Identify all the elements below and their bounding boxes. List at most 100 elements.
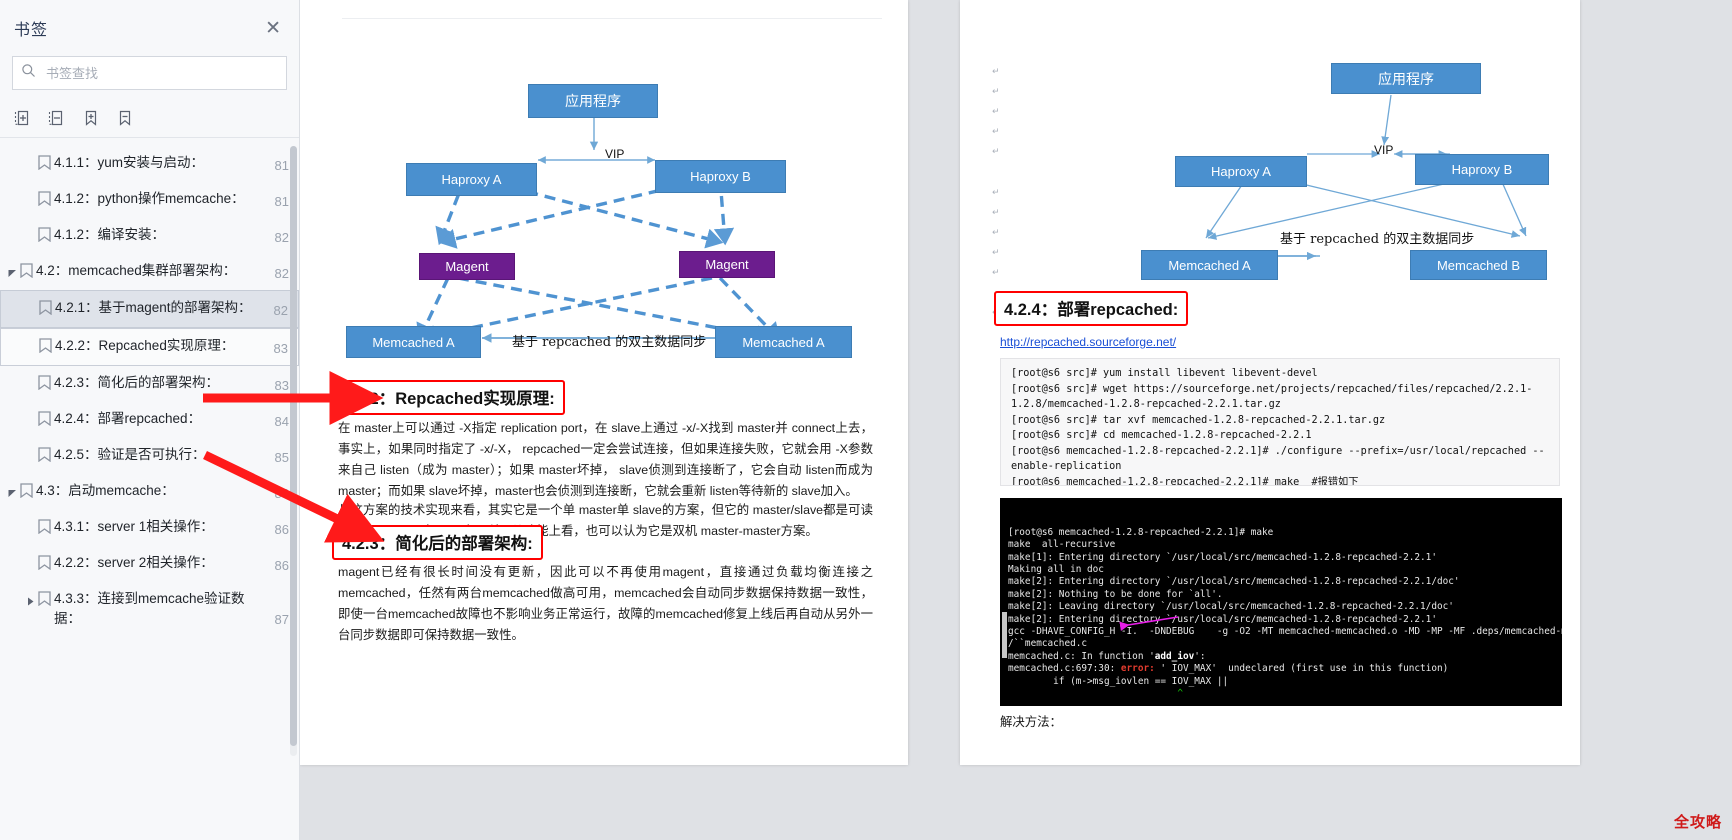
bookmark-item-label: 4.3.3：连接到memcache验证数据： xyxy=(54,591,245,626)
install-commands-code-block: [root@s6 src]# yum install libevent libe… xyxy=(1000,358,1560,486)
bookmarks-search-wrap xyxy=(0,56,299,90)
diagram-box-memcached-a-left: Memcached A xyxy=(346,326,481,358)
bookmark-item[interactable]: 4.2.2：Repcached实现原理： 83 xyxy=(0,328,299,366)
bookmark-page-number: 83 xyxy=(273,341,288,356)
paragraph-4-2-3: magent已经有很长时间没有更新，因此可以不再使用magent，直接通过负载均… xyxy=(338,565,873,642)
bookmark-page-number: 86 xyxy=(274,522,289,537)
collapse-all-icon[interactable] xyxy=(48,109,66,127)
heading-4-2-3: 4.2.3：简化后的部署架构: xyxy=(332,525,543,560)
page-top-rule xyxy=(342,18,882,19)
bookmark-arrow-spacer xyxy=(22,517,38,521)
bookmark-item[interactable]: 4.2.5：验证是否可执行： 85 xyxy=(0,438,299,474)
bookmark-icon xyxy=(38,189,54,211)
bookmark-icon xyxy=(38,153,54,175)
diagram-box-haproxy-b: Haproxy B xyxy=(655,160,786,193)
bookmark-item[interactable]: 4.2.4：部署repcached： 84 xyxy=(0,402,299,438)
bookmarks-title: 书签 xyxy=(14,22,49,39)
bookmark-page-number: 82 xyxy=(273,303,288,318)
bookmark-arrow-spacer xyxy=(22,553,38,557)
document-page-right: ↵ ↵ ↵ ↵ ↵ ↵ ↵ ↵ ↵ ↵ ↵ xyxy=(960,0,1580,765)
heading-4-2-2: 4.2.2：Repcached实现原理: xyxy=(332,380,565,415)
diagram-box-application: 应用程序 xyxy=(528,84,658,118)
bookmark-arrow-spacer xyxy=(23,298,39,302)
repcached-sourceforge-link[interactable]: http://repcached.sourceforge.net/ xyxy=(1000,335,1177,349)
bookmark-item-label: 4.2.4：部署repcached： xyxy=(54,411,202,426)
expand-all-icon[interactable] xyxy=(14,109,32,127)
diagram-box-memcached-b-right: Memcached B xyxy=(1410,250,1547,280)
chevron-right-icon[interactable] xyxy=(22,589,38,611)
bookmarks-scrollbar-thumb[interactable] xyxy=(290,146,297,746)
bookmark-icon xyxy=(38,373,54,395)
bookmark-page-number: 81 xyxy=(274,194,289,209)
bookmark-arrow-spacer xyxy=(22,373,38,377)
bookmark-item-label: 4.1.1：yum安装与启动： xyxy=(54,155,205,170)
bookmark-item-label: 4.2.5：验证是否可执行： xyxy=(54,447,206,462)
search-input[interactable] xyxy=(44,64,278,82)
bookmark-icon xyxy=(20,481,36,503)
bookmark-item[interactable]: 4.1.2：python操作memcache： 81 xyxy=(0,182,299,218)
bookmark-icon xyxy=(20,261,36,283)
bookmark-item[interactable]: 4.2.3：简化后的部署架构：83 xyxy=(0,366,299,402)
heading-4-2-4: 4.2.4：部署repcached: xyxy=(994,291,1189,326)
bookmark-page-number: 82 xyxy=(274,230,289,245)
chevron-down-icon[interactable] xyxy=(4,481,20,503)
bookmark-page-number: 83 xyxy=(274,378,289,393)
search-box[interactable] xyxy=(12,56,287,90)
bookmark-icon xyxy=(39,336,55,358)
bookmark-arrow-spacer xyxy=(23,336,39,340)
bookmark-icon xyxy=(38,589,54,611)
document-page-left: 应用程序 Haproxy A Haproxy B VIP Magent Mage… xyxy=(300,0,908,765)
bookmark-item[interactable]: 4.1.1：yum安装与启动： 81 xyxy=(0,146,299,182)
bookmark-item[interactable]: 4.3：启动memcache： 86 xyxy=(0,474,299,510)
bookmark-page-number: 84 xyxy=(274,414,289,429)
bookmark-item[interactable]: 4.1.2：编译安装： 82 xyxy=(0,218,299,254)
terminal-scrollbar-thumb[interactable] xyxy=(1002,612,1007,658)
bookmark-icon xyxy=(39,298,55,320)
bookmark-item-label: 4.2.1：基于magent的部署架构： xyxy=(55,300,252,315)
close-icon[interactable]: ✕ xyxy=(265,17,281,39)
bookmark-icon xyxy=(38,409,54,431)
bookmark-page-number: 81 xyxy=(274,158,289,173)
bookmark-arrow-spacer xyxy=(22,189,38,193)
bookmark-item-label: 4.2.2：server 2相关操作： xyxy=(54,555,214,570)
bookmark-item[interactable]: 4.3.3：连接到memcache验证数据：87 xyxy=(0,582,299,636)
remove-bookmark-icon[interactable] xyxy=(116,109,134,127)
diagram-label-sync-left: 基于 repcached 的双主数据同步 xyxy=(512,335,707,350)
bookmark-item-label: 4.1.2：python操作memcache： xyxy=(54,191,245,206)
bookmark-page-number: 85 xyxy=(274,450,289,465)
bookmark-icon xyxy=(38,225,54,247)
diagram-box-magent-left: Magent xyxy=(419,253,515,280)
bookmark-item[interactable]: 4.2.1：基于magent的部署架构： 82 xyxy=(0,290,299,328)
deployment-diagram-left xyxy=(416,95,781,346)
bookmark-page-number: 82 xyxy=(274,266,289,281)
diagram-box-magent-right: Magent xyxy=(679,251,775,278)
watermark: 全攻略 xyxy=(1673,814,1722,831)
diagram-label-vip-left: VIP xyxy=(605,147,625,161)
search-icon xyxy=(21,63,36,83)
bookmark-item[interactable]: 4.3.1：server 1相关操作：86 xyxy=(0,510,299,546)
add-bookmark-icon[interactable] xyxy=(82,109,100,127)
solution-label: 解决方法： xyxy=(1000,715,1062,729)
bookmark-item[interactable]: 4.2：memcached集群部署架构： 82 xyxy=(0,254,299,290)
terminal-output-block: [root@s6 memcached-1.2.8-repcached-2.2.1… xyxy=(1000,498,1562,706)
paragraph-4-2-2-1: 在 master上可以通过 -X指定 replication port，在 sl… xyxy=(338,421,873,498)
chevron-down-icon[interactable] xyxy=(4,261,20,283)
bookmark-item-label: 4.3：启动memcache： xyxy=(36,483,175,498)
bookmark-item-label: 4.1.2：编译安装： xyxy=(54,227,166,242)
bookmarks-header: 书签 ✕ xyxy=(0,0,299,56)
bookmark-icon xyxy=(38,553,54,575)
diagram-label-vip-right: VIP xyxy=(1374,143,1394,157)
diagram-box-memcached-a-right: Memcached A xyxy=(1141,250,1278,280)
document-viewer[interactable]: 应用程序 Haproxy A Haproxy B VIP Magent Mage… xyxy=(300,0,1732,840)
bookmark-item[interactable]: 4.2.2：server 2相关操作：86 xyxy=(0,546,299,582)
diagram-box-haproxy-b-right: Haproxy B xyxy=(1415,154,1549,185)
bookmark-arrow-spacer xyxy=(22,225,38,229)
bookmark-item-label: 4.2：memcached集群部署架构： xyxy=(36,263,237,278)
bookmarks-scrollbar[interactable] xyxy=(290,146,297,756)
bookmark-icon xyxy=(38,445,54,467)
diagram-label-sync-right: 基于 repcached 的双主数据同步 xyxy=(1280,232,1475,247)
diagram-box-application-right: 应用程序 xyxy=(1331,63,1481,94)
bookmark-item-label: 4.2.2：Repcached实现原理： xyxy=(55,338,235,353)
bookmark-page-number: 86 xyxy=(274,486,289,501)
